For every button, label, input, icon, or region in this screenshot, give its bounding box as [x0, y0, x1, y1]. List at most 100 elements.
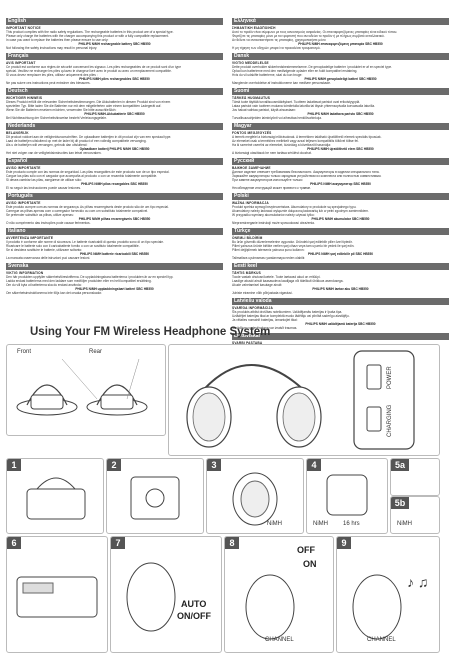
step-6-illustration: [16, 576, 98, 618]
step-number: 6: [7, 537, 21, 549]
notice-text: При замене аккумуляторов используйте тол…: [232, 178, 304, 182]
notice-text: Uzlādējiet baterijas tikai ar komplektā …: [232, 314, 350, 318]
panel-step-6: 6: [6, 536, 108, 653]
notice-text: Si desea cambiar las pilas, asegúrese de…: [6, 178, 82, 182]
battery-model: PHILIPS NiMH ladattava paristo SBC HB550: [307, 112, 374, 116]
notice-text: Šis produkts atbilst drošības noteikumie…: [232, 310, 343, 314]
battery-model: PHILIPS NiMH batterie ricaricabili SBC H…: [79, 252, 150, 256]
notice-text: Ce produit est conforme aux règles de sé…: [6, 65, 181, 69]
channel-label: CHANNEL: [367, 637, 396, 643]
on-label: ON: [303, 559, 317, 569]
notice-text: Norādījumu neievērošana var izraisīt tra…: [232, 326, 298, 330]
notice-text: Η μη τήρηση των οδηγιών μπορεί να προκαλ…: [232, 46, 321, 50]
notice-text: Manglende overholdelse af instruktionern…: [232, 81, 331, 85]
notice-text: Toode vastab ohutusnõuetele. Toote laeta…: [232, 275, 321, 279]
language-header: Deutsch: [6, 88, 223, 95]
battery-model: PHILIPS NiMH-Akkubatterie SBC HB550: [84, 112, 145, 116]
notice-heading: WAŻNA INFORMACJA: [232, 201, 269, 205]
battery-model: PHILIPS NiMH uppladdningsbart batteri SB…: [75, 287, 154, 291]
notice-text: Pilleri değiştirmek isterseniz yalnızca …: [232, 248, 305, 252]
notice-heading: AVISO IMPORTANTE: [6, 201, 41, 205]
battery-model: PHILIPS NiMH аккумулятор SBC HB550: [310, 182, 371, 186]
notice-text: Wenn Sie die Batterien ersetzen möchten,…: [6, 108, 117, 112]
language-header: Eesti keel: [232, 263, 449, 270]
notice-heading: TÄHTIS MÄRKUS: [232, 271, 261, 275]
notice-heading: TÄRKEÄ HUOMAUTUS: [232, 96, 271, 100]
notice-text: W przypadku wymiany akumulatorów należy …: [232, 213, 315, 217]
notice-text: Tämä tuote täyttää turvallisuusmääräykse…: [232, 100, 361, 104]
notice-text: Ne pas suivre ces instructions peut entr…: [6, 81, 91, 85]
transmitter-illustration: [16, 358, 148, 416]
front-label: Front: [17, 349, 32, 355]
battery-model: PHILIPS NiMH pilas recargables SBC HB550: [81, 182, 148, 186]
step-number: 7: [111, 537, 125, 549]
step-number: 8: [225, 537, 239, 549]
notice-text: Данное изделие отвечает требованиям безо…: [232, 170, 380, 174]
notice-text: Het niet volgen van de veiligheidsinstru…: [6, 151, 102, 155]
notice-text: Se si desidera sostituire le batterie, u…: [6, 248, 83, 252]
notice-text: A biztonsági utasítások be nem tartása s…: [232, 151, 312, 155]
battery-model: PHILIPS NiMH επαναφορτιζόμενη μπαταρία S…: [298, 42, 383, 46]
battery-model: PHILIPS NiMH şarj edilebilir pil SBC HB5…: [307, 252, 373, 256]
notice-heading: VIKTIG INFORMATION: [6, 271, 44, 275]
panel-step-4: 4 NiMH 16 hrs: [306, 458, 388, 534]
notice-text: Dette produkt overholder sikkerhedsbeste…: [232, 65, 392, 69]
notice-text: Αυτό το προϊόν είναι σύμφωνο με τους καν…: [232, 30, 398, 34]
off-label: OFF: [297, 545, 315, 555]
battery-model: PHILIPS NiMH piles rechargeables SBC HB5…: [79, 77, 150, 81]
notice-text: Not following the safety instructions ma…: [6, 46, 98, 50]
language-header: Polski: [232, 193, 449, 200]
panel-step-5a: 5a: [390, 458, 440, 496]
language-header: Suomi: [232, 88, 449, 95]
notice-text: Den här produkten uppfyller säkerhetsför…: [6, 275, 174, 279]
notice-text: Este produto cumpre com as normas de seg…: [6, 205, 169, 209]
battery-model: Oplaadbare batterij PHILIPS NiMH SBC HB5…: [79, 147, 150, 151]
headphone-illustration: [186, 350, 415, 450]
step-7-illustration: [126, 562, 176, 632]
notice-text: Ja vēlaties nomainīt baterijas, izmantoj…: [232, 318, 298, 322]
auto-label: AUTO: [181, 599, 207, 609]
notice-text: A termék megfelel a biztonsági előírások…: [232, 135, 382, 139]
battery-label: NiMH: [267, 521, 282, 527]
panel-headphone-power: POWER CHARGING: [168, 344, 440, 456]
language-header: Italiano: [6, 228, 223, 235]
step-number: 5b: [391, 497, 409, 509]
notice-text: Αν θέλετε να αντικαταστήσετε τις μπαταρί…: [232, 38, 327, 42]
notice-text: Carregue as pilhas apenas com o carregad…: [6, 209, 149, 213]
language-header: Français: [6, 53, 223, 60]
notice-text: spécial. Veuillez ne recharger les piles…: [6, 69, 172, 73]
notice-text: Om säkerhetsinstruktionerna inte följs k…: [6, 291, 103, 295]
notice-text: Laad de batterijen uitsluitend op met de…: [6, 139, 147, 143]
notice-text: Oplad kun batterierne med den medfølgend…: [232, 69, 358, 73]
notice-text: Om du vill byta ut batterierna ska du en…: [6, 283, 82, 287]
step-8-illustration: [245, 574, 295, 640]
step-4-illustration: [326, 474, 368, 516]
panel-step-9: 9 ♪ ♫ CHANNEL: [336, 536, 440, 653]
battery-model: PHILIPS NiMH uzlādējamā baterija SBC HB5…: [305, 322, 376, 326]
hours-label: 16 hrs: [343, 521, 360, 527]
language-header: Español: [6, 158, 223, 165]
notice-text: Si vous devez remplacer les piles, utili…: [6, 73, 98, 77]
step-number: 5a: [391, 459, 409, 471]
notice-text: Nieprzestrzeganie instrukcji może spowod…: [232, 221, 315, 225]
panel-step-3: 3 NiMH: [206, 458, 304, 534]
notice-heading: ΣΗΜΑΝΤΙΚΗ ΕΙΔΟΠΟΙΗΣΗ: [232, 26, 276, 30]
notice-heading: BELANGRIJK: [6, 131, 29, 135]
svg-text:♪ ♫: ♪ ♫: [407, 574, 428, 590]
battery-model: PHILIPS NiMH pilhas recarregáveis SBC HB…: [78, 217, 151, 221]
notice-heading: WICHTIGER HINWEIS: [6, 96, 43, 100]
notice-text: El no seguir las instrucciones puede cau…: [6, 186, 81, 190]
rear-label: Rear: [89, 349, 103, 355]
notice-text: Pilleri yalnızca ürünle birlikte verilen…: [232, 244, 355, 248]
channel-label: CHANNEL: [265, 637, 294, 643]
